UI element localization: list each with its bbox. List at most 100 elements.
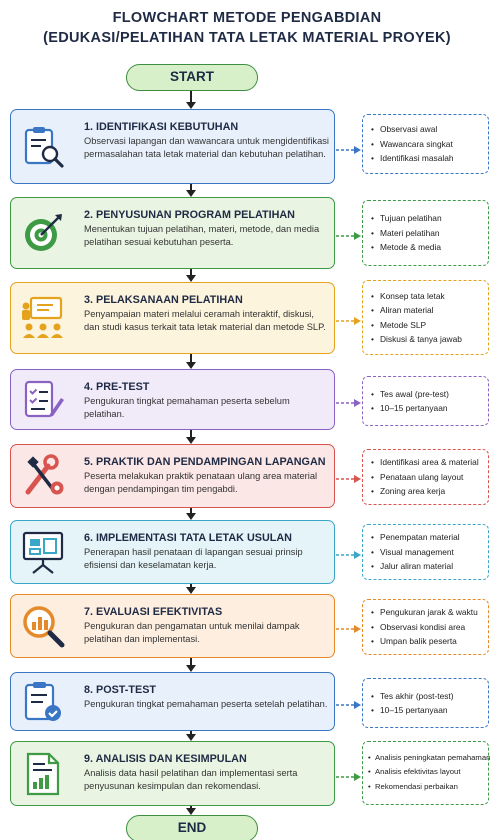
flow-connector-arrowhead	[186, 275, 196, 282]
flow-connector-line	[190, 806, 192, 808]
side-note-item: Materi pelatihan	[371, 226, 484, 241]
step-title: 9. ANALISIS DAN KESIMPULAN	[84, 753, 247, 765]
step-side-arrow	[336, 547, 362, 559]
side-note-item: Tes awal (pre-test)	[371, 387, 484, 402]
step-box-9: 9. ANALISIS DAN KESIMPULAN Analisis data …	[10, 741, 335, 806]
diagram-title-line2: (EDUKASI/PELATIHAN TATA LETAK MATERIAL P…	[43, 30, 451, 46]
step-box-8: 8. POST-TEST Pengukuran tingkat pemahaman…	[10, 672, 335, 731]
side-note-list: Pengukuran jarak & waktuObservasi kondis…	[371, 605, 484, 649]
step-box-4: 4. PRE-TEST Pengukuran tingkat pemahaman …	[10, 369, 335, 430]
side-note-item: Metode & media	[371, 240, 484, 255]
flow-connector-arrowhead	[186, 190, 196, 197]
side-note-item: Analisis efektivitas layout	[368, 765, 484, 780]
step-title: 6. IMPLEMENTASI TATA LETAK USULAN	[84, 532, 292, 544]
step-side-note-7: Pengukuran jarak & waktuObservasi kondis…	[362, 599, 489, 655]
side-note-item: Wawancara singkat	[371, 137, 484, 152]
step-side-note-2: Tujuan pelatihanMateri pelatihanMetode &…	[362, 200, 489, 266]
side-note-list: Tes awal (pre-test)10–15 pertanyaan	[371, 387, 484, 416]
step-side-note-9: Analisis peningkatan pemahamanAnalisis e…	[362, 741, 490, 805]
step-description: Observasi lapangan dan wawancara untuk m…	[84, 136, 329, 159]
report-chart-icon	[19, 750, 67, 798]
step-side-note-3: Konsep tata letakAliran materialMetode S…	[362, 280, 489, 355]
target-icon	[19, 209, 67, 257]
flow-connector-arrowhead	[186, 102, 196, 109]
side-note-list: Penempatan materialVisual managementJalu…	[371, 530, 484, 574]
step-title: 5. PRAKTIK DAN PENDAMPINGAN LAPANGAN	[84, 456, 326, 468]
side-note-list: Identifikasi area & materialPenataan ula…	[371, 455, 484, 499]
step-side-arrow	[336, 621, 362, 633]
side-note-list: Observasi awalWawancara singkatIdentifik…	[371, 122, 484, 166]
side-note-item: Umpan balik peserta	[371, 634, 484, 649]
step-description: Pengukuran tingkat pemahaman peserta set…	[84, 699, 328, 709]
checklist-pencil-icon	[19, 376, 67, 424]
step-side-note-4: Tes awal (pre-test)10–15 pertanyaan	[362, 376, 489, 426]
step-side-arrow	[336, 228, 362, 240]
step-side-arrow	[336, 697, 362, 709]
step-side-arrow	[336, 142, 362, 154]
side-note-item: Zoning area kerja	[371, 484, 484, 499]
side-note-item: Pengukuran jarak & waktu	[371, 605, 484, 620]
layout-board-icon	[19, 528, 67, 576]
flow-connector-arrowhead	[186, 665, 196, 672]
step-title: 7. EVALUASI EFEKTIVITAS	[84, 606, 223, 618]
step-description: Analisis data hasil pelatihan dan implem…	[84, 768, 298, 791]
flow-connector-line	[190, 184, 192, 190]
step-side-note-1: Observasi awalWawancara singkatIdentifik…	[362, 114, 489, 174]
flow-connector-line	[190, 354, 192, 362]
clipboard-check-icon	[19, 678, 67, 726]
side-note-item: Diskusi & tanya jawab	[371, 332, 484, 347]
side-note-item: 10–15 pertanyaan	[371, 703, 484, 718]
side-note-item: Aliran material	[371, 303, 484, 318]
step-description: Pengukuran tingkat pemahaman peserta seb…	[84, 396, 290, 419]
step-side-arrow	[336, 769, 362, 781]
step-box-5: 5. PRAKTIK DAN PENDAMPINGAN LAPANGAN Pese…	[10, 444, 335, 508]
step-side-arrow	[336, 313, 362, 325]
flow-connector-arrowhead	[186, 808, 196, 815]
side-note-list: Analisis peningkatan pemahamanAnalisis e…	[368, 751, 490, 795]
flow-connector-line	[190, 508, 192, 513]
flow-connector-line	[190, 91, 192, 102]
end-node: END	[126, 815, 258, 840]
flow-connector-line	[190, 269, 192, 275]
presentation-audience-icon	[19, 294, 67, 342]
side-note-item: Observasi awal	[371, 122, 484, 137]
side-note-item: Rekomendasi perbaikan	[368, 780, 484, 795]
flow-connector-arrowhead	[186, 734, 196, 741]
step-description: Peserta melakukan praktik penataan ulang…	[84, 471, 318, 494]
step-title: 4. PRE-TEST	[84, 381, 150, 393]
tools-gear-icon	[19, 452, 67, 500]
step-side-arrow	[336, 471, 362, 483]
side-note-list: Tujuan pelatihanMateri pelatihanMetode &…	[371, 211, 484, 255]
step-side-note-5: Identifikasi area & materialPenataan ula…	[362, 449, 489, 505]
step-side-arrow	[336, 395, 362, 407]
flow-connector-arrowhead	[186, 513, 196, 520]
side-note-list: Tes akhir (post-test)10–15 pertanyaan	[371, 689, 484, 718]
flow-connector-line	[190, 731, 192, 734]
step-box-3: 3. PELAKSANAAN PELATIHAN Penyampaian mate…	[10, 282, 335, 354]
side-note-item: Jalur aliran material	[371, 559, 484, 574]
side-note-item: Analisis peningkatan pemahaman	[368, 751, 490, 766]
step-side-note-8: Tes akhir (post-test)10–15 pertanyaan	[362, 678, 489, 728]
flow-connector-arrowhead	[186, 437, 196, 444]
step-title: 8. POST-TEST	[84, 684, 156, 696]
step-description: Menentukan tujuan pelatihan, materi, met…	[84, 224, 320, 247]
side-note-list: Konsep tata letakAliran materialMetode S…	[371, 289, 484, 347]
side-note-item: Tes akhir (post-test)	[371, 689, 484, 704]
step-description: Penyampaian materi melalui ceramah inter…	[84, 309, 326, 332]
step-title: 3. PELAKSANAAN PELATIHAN	[84, 294, 243, 306]
side-note-item: Penataan ulang layout	[371, 470, 484, 485]
step-description: Penerapan hasil penataan di lapangan ses…	[84, 547, 303, 570]
start-node: START	[126, 64, 258, 91]
side-note-item: Tujuan pelatihan	[371, 211, 484, 226]
step-side-note-6: Penempatan materialVisual managementJalu…	[362, 524, 489, 580]
step-description: Pengukuran dan pengamatan untuk menilai …	[84, 621, 300, 644]
flow-connector-line	[190, 658, 192, 665]
chart-magnifier-icon	[19, 602, 67, 650]
side-note-item: Identifikasi area & material	[371, 455, 484, 470]
side-note-item: Observasi kondisi area	[371, 620, 484, 635]
flow-connector-arrowhead	[186, 362, 196, 369]
diagram-title-line1: FLOWCHART METODE PENGABDIAN	[112, 10, 382, 26]
flow-connector-line	[190, 430, 192, 437]
